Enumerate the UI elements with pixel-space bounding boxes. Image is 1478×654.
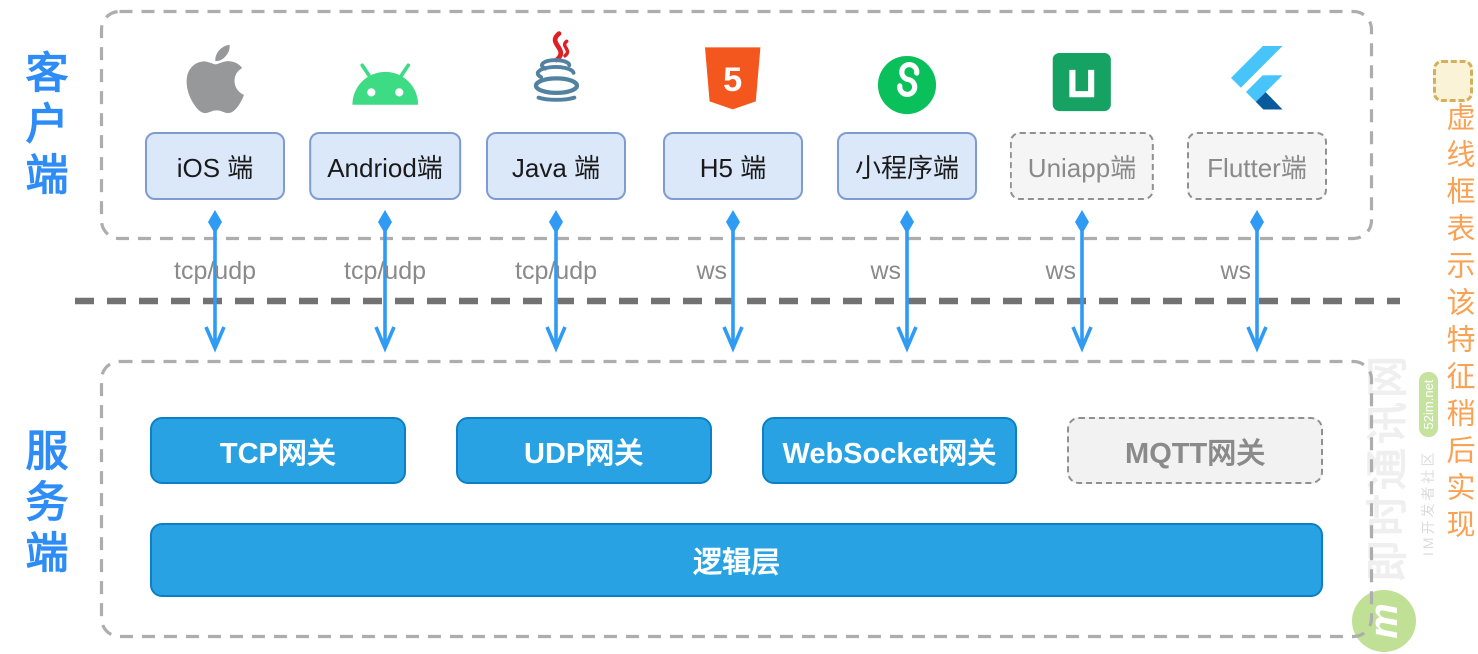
client-column-ios: iOS 端 xyxy=(145,34,285,200)
protocol-label-flutter: ws xyxy=(1220,257,1251,285)
svg-text:5: 5 xyxy=(723,61,742,99)
java-icon xyxy=(524,31,589,120)
watermark-site-name: 即时通讯网 xyxy=(1363,352,1411,583)
client-label-uniapp: Uniapp端 xyxy=(1009,132,1155,200)
client-side-label: 客户端 xyxy=(19,50,67,203)
protocol-label-miniprogram: ws xyxy=(870,257,901,285)
watermark: m 即时通讯网 IM开发者社区 52im.net xyxy=(1352,352,1438,652)
watermark-tagline: IM开发者社区 xyxy=(1420,449,1436,556)
protocol-label-ios: tcp/udp xyxy=(173,257,257,285)
protocol-label-uniapp: ws xyxy=(1045,257,1076,285)
client-label-h5: H5 端 xyxy=(663,132,803,200)
client-label-flutter: Flutter端 xyxy=(1187,132,1327,200)
flutter-icon xyxy=(1231,34,1283,120)
wechat-miniprogram-icon xyxy=(877,34,937,120)
dashed-feature-note-box xyxy=(1433,60,1473,102)
protocol-label-h5: ws xyxy=(696,257,727,285)
server-side-label: 服务端 xyxy=(19,428,67,581)
protocol-label-java: tcp/udp xyxy=(514,257,598,285)
protocol-label-android: tcp/udp xyxy=(343,257,427,285)
apple-icon xyxy=(186,34,245,120)
watermark-m-logo: m xyxy=(1352,590,1416,652)
gateway-tcp: TCP网关 xyxy=(150,417,406,484)
client-column-h5: 5 H5 端 xyxy=(663,34,803,200)
uniapp-icon xyxy=(1052,34,1112,120)
client-column-flutter: Flutter端 xyxy=(1187,34,1327,200)
client-label-ios: iOS 端 xyxy=(145,132,285,200)
client-column-uniapp: Uniapp端 xyxy=(1009,34,1155,200)
client-column-miniprogram: 小程序端 xyxy=(836,34,978,200)
gateway-udp: UDP网关 xyxy=(455,417,712,484)
logic-layer: 逻辑层 xyxy=(150,523,1323,597)
client-column-android: Andriod端 xyxy=(309,34,461,200)
client-label-android: Andriod端 xyxy=(309,132,461,200)
gateway-mqtt: MQTT网关 xyxy=(1067,417,1323,484)
client-label-miniprogram: 小程序端 xyxy=(836,132,978,200)
android-icon xyxy=(344,34,426,120)
client-label-java: Java 端 xyxy=(486,132,626,200)
html5-icon: 5 xyxy=(703,34,762,120)
watermark-domain-badge: 52im.net xyxy=(1418,371,1438,438)
gateway-websocket: WebSocket网关 xyxy=(761,417,1018,484)
client-column-java: Java 端 xyxy=(486,31,626,200)
gateway-row: TCP网关 UDP网关 WebSocket网关 MQTT网关 xyxy=(150,417,1323,484)
dashed-feature-note-text: 虚线框表示该特征稍后实现 xyxy=(1442,102,1474,546)
